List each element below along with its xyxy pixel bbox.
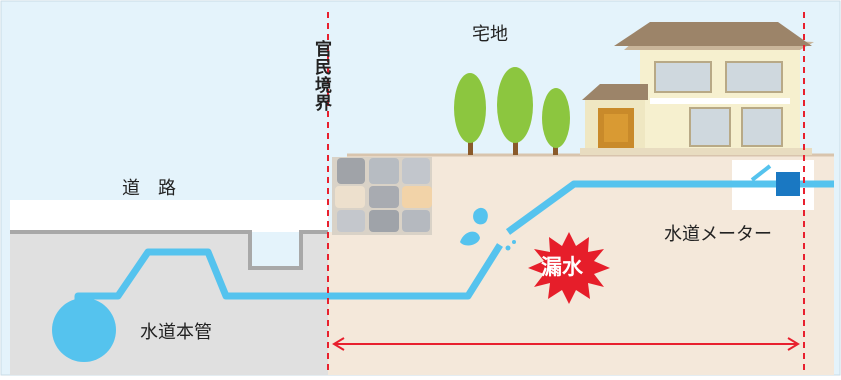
stone-wall [332,157,432,235]
road-area [10,200,328,375]
leak-label: 漏水 [541,255,583,279]
water-main-pipe [52,298,116,362]
service-pipe-upper [505,180,834,235]
road-surface-edge [10,230,328,270]
road-label: 道路 [122,178,194,199]
water-main-label: 水道本管 [140,322,212,343]
service-pipe [74,243,503,312]
tree-icon [454,73,486,155]
range-arrow [332,337,800,351]
residential-lot-label: 宅地 [472,24,508,45]
tree-icon [542,88,570,155]
water-meter-icon [776,172,800,196]
house-illustration [580,22,814,155]
leak-burst-icon [528,232,610,304]
tree-icon [497,67,533,155]
boundary-label: 官民境界 [311,40,331,112]
sidewalk [10,200,328,232]
water-meter-label: 水道メーター [664,224,772,245]
water-droplet-icon [460,207,516,251]
